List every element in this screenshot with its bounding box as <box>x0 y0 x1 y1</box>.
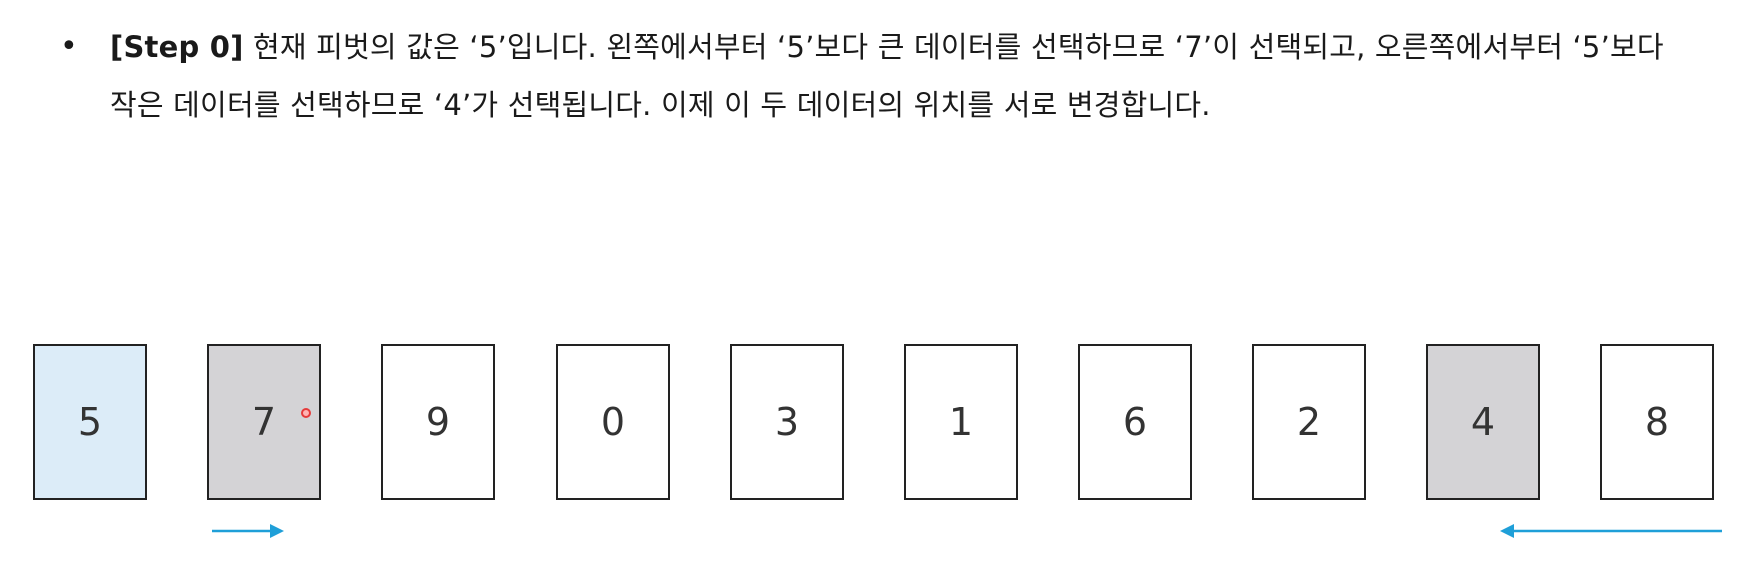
card: 2 <box>1252 344 1366 500</box>
bullet-item: • [Step 0] 현재 피벗의 값은 ‘5’입니다. 왼쪽에서부터 ‘5’보… <box>50 18 1690 134</box>
card-value: 6 <box>1122 400 1148 444</box>
left-arrow-icon <box>1500 524 1722 538</box>
right-arrow-icon <box>212 524 284 538</box>
card-value: 7 <box>251 400 277 444</box>
card-left-selected: 7 <box>207 344 321 500</box>
card-value: 3 <box>774 400 800 444</box>
card: 6 <box>1078 344 1192 500</box>
card-value: 8 <box>1644 400 1670 444</box>
card-value: 2 <box>1296 400 1322 444</box>
card: 9 <box>381 344 495 500</box>
card-right-selected: 4 <box>1426 344 1540 500</box>
description-text: 현재 피벗의 값은 ‘5’입니다. 왼쪽에서부터 ‘5’보다 큰 데이터를 선택… <box>110 30 1664 122</box>
card-value: 0 <box>600 400 626 444</box>
card-pivot: 5 <box>33 344 147 500</box>
description-block: • [Step 0] 현재 피벗의 값은 ‘5’입니다. 왼쪽에서부터 ‘5’보… <box>50 18 1690 134</box>
description-paragraph: [Step 0] 현재 피벗의 값은 ‘5’입니다. 왼쪽에서부터 ‘5’보다 … <box>110 18 1690 134</box>
card: 3 <box>730 344 844 500</box>
step-label: [Step 0] <box>110 30 244 64</box>
bullet-marker: • <box>60 29 78 64</box>
card-value: 5 <box>77 400 103 444</box>
card: 8 <box>1600 344 1714 500</box>
card-value: 1 <box>948 400 974 444</box>
cursor-marker <box>301 408 311 418</box>
card-value: 9 <box>425 400 451 444</box>
card-value: 4 <box>1470 400 1496 444</box>
card: 0 <box>556 344 670 500</box>
card: 1 <box>904 344 1018 500</box>
